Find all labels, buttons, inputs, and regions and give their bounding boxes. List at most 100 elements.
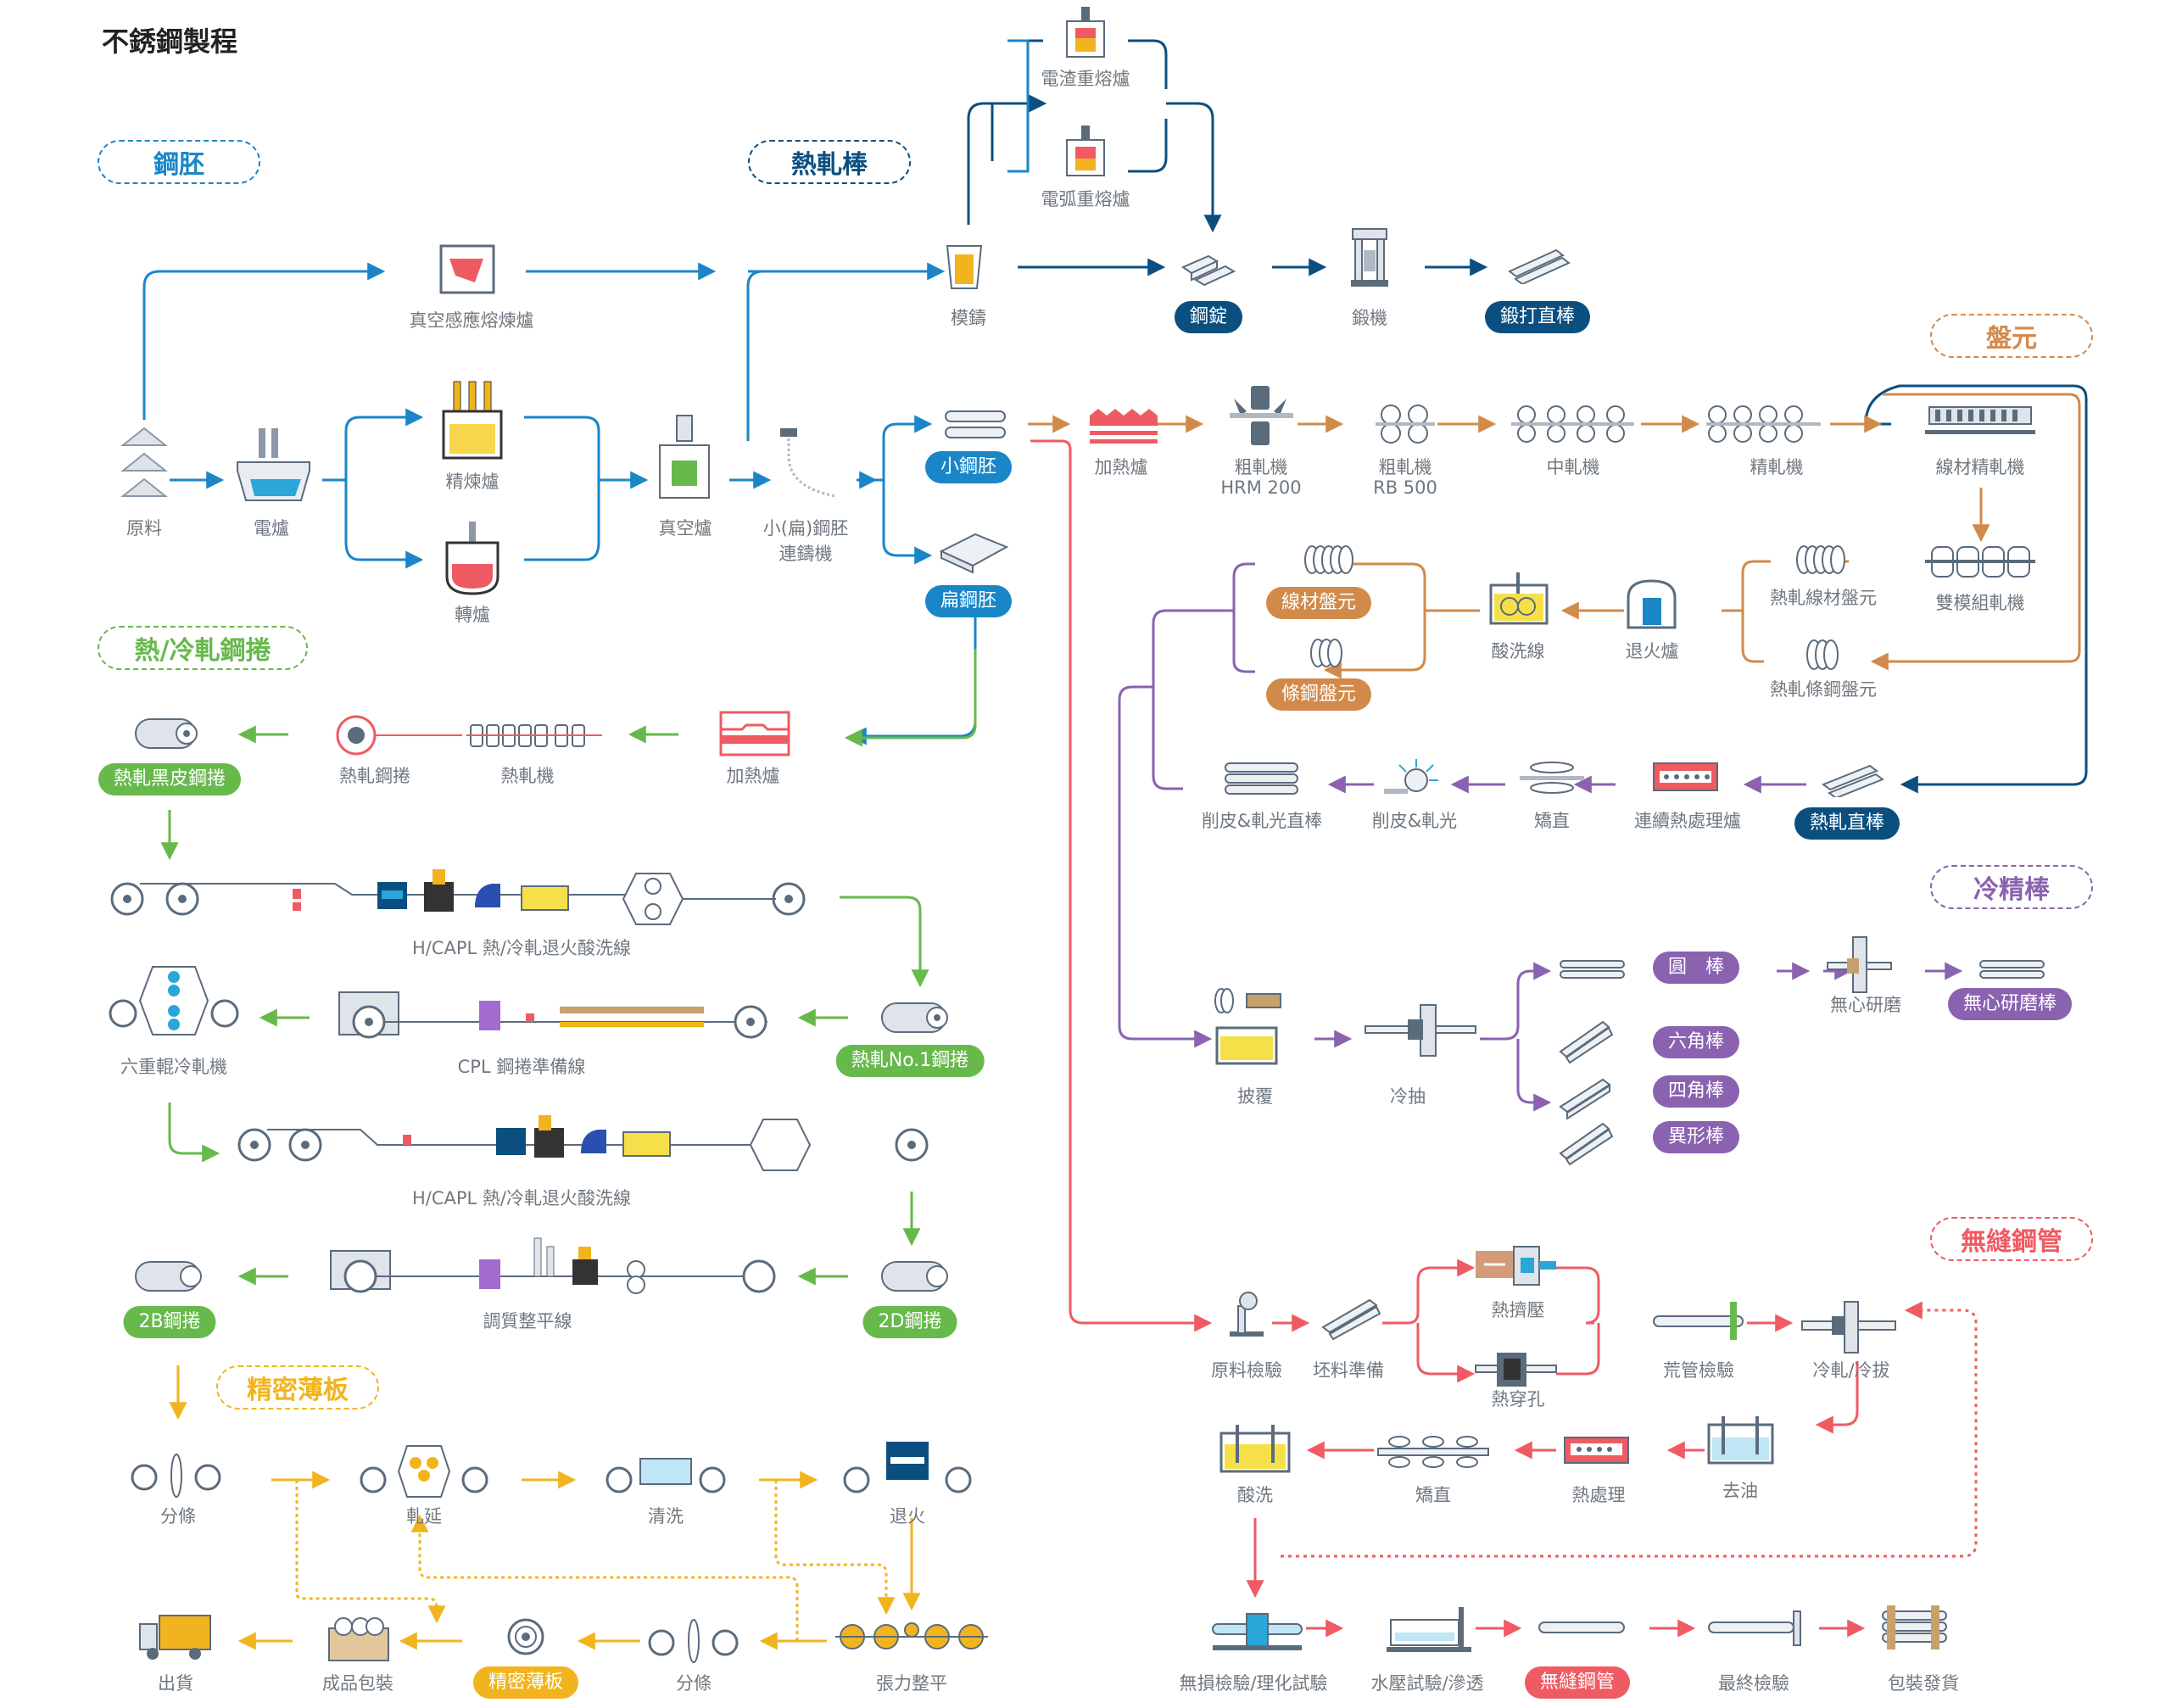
- label-hcapl-2: H/CAPL 熱/冷軋退火酸洗線: [411, 1188, 632, 1208]
- hot-rolled-coil-icon: [336, 715, 462, 756]
- bar-flow: [1118, 562, 1963, 1112]
- wire-coil-icon: [1304, 545, 1353, 574]
- esr-furnace-icon: [1066, 7, 1105, 58]
- centerless-grinder-icon: [1827, 936, 1892, 993]
- label-reheat-2: 加熱爐: [726, 766, 780, 786]
- degreasing-icon: [1707, 1416, 1774, 1465]
- label-raw-inspect: 原料檢驗: [1211, 1360, 1282, 1381]
- label-pack-ship: 包裝發貨: [1888, 1673, 1959, 1694]
- label-cpl: CPL 鋼捲準備線: [457, 1057, 586, 1077]
- coil-2d-icon: [881, 1261, 948, 1292]
- cpl-line-icon: [338, 991, 767, 1039]
- section-hot-cold-coil: 熱/冷軋鋼捲: [98, 626, 308, 670]
- rolling-icon: [360, 1445, 488, 1498]
- centerless-bar-icon: [1979, 960, 2045, 979]
- label-slit-2: 分條: [676, 1673, 712, 1694]
- label-billet-prep: 坯料準備: [1313, 1360, 1384, 1381]
- reheating-furnace-coil-icon: [719, 711, 790, 756]
- label-forge: 鍛機: [1352, 308, 1387, 328]
- ingot-icon: [1180, 254, 1236, 287]
- pill-square-bar: 四角棒: [1652, 1075, 1740, 1108]
- hr-straight-bar-icon: [1821, 764, 1885, 797]
- label-caster-1: 小(扁)鋼胚: [762, 518, 849, 539]
- twin-module-mill-icon: [1925, 546, 2035, 578]
- billet-flow: [142, 262, 977, 745]
- label-pipe-straight: 矯直: [1415, 1485, 1451, 1505]
- label-hcapl-1: H/CAPL 熱/冷軋退火酸洗線: [411, 938, 632, 958]
- slitting-1-icon: [131, 1454, 221, 1498]
- vacuum-furnace-icon: [659, 415, 710, 499]
- label-final-inspect: 最終檢驗: [1718, 1673, 1789, 1694]
- label-coating: 披覆: [1237, 1086, 1273, 1107]
- converter-icon: [445, 522, 499, 595]
- label-straightening: 矯直: [1534, 811, 1570, 831]
- ingot-flow: [967, 39, 2088, 794]
- label-eaf: 電爐: [254, 518, 289, 539]
- forged-bar-icon: [1508, 248, 1571, 284]
- pill-round-bar: 圓 棒: [1652, 952, 1740, 984]
- no1-coil-icon: [881, 1002, 948, 1033]
- wire-rod-flow: [1028, 393, 2081, 679]
- label-packing: 成品包裝: [322, 1673, 393, 1694]
- label-vim: 真空感應熔煉爐: [409, 310, 534, 331]
- black-coil-icon: [135, 718, 198, 749]
- hot-strip-mill-icon: [466, 724, 602, 747]
- packing-icon: [328, 1617, 389, 1661]
- hot-piercing-icon: [1475, 1353, 1557, 1387]
- hr-wire-coil-icon: [1796, 545, 1845, 574]
- pill-hex-bar: 六角棒: [1652, 1026, 1740, 1058]
- round-bar-icon: [1560, 960, 1625, 979]
- pill-centerless-bar: 無心研磨棒: [1947, 988, 2073, 1020]
- coil-flow: [160, 649, 977, 1286]
- label-roughing-2: 粗軋機: [1378, 457, 1432, 477]
- label-slit-1: 分條: [160, 1506, 196, 1527]
- peeled-bar-icon: [1225, 762, 1298, 795]
- pill-wire-coil: 線材盤元: [1265, 587, 1372, 619]
- roughing-mill-hrm-icon: [1230, 386, 1293, 445]
- wire-finishing-mill-icon: [1925, 406, 2035, 434]
- section-billet: 鋼胚: [98, 140, 260, 184]
- precision-strip-icon: [507, 1618, 544, 1655]
- label-caster-2: 連鑄機: [779, 544, 833, 564]
- label-roughing-1: 粗軋機: [1234, 457, 1288, 477]
- ndt-icon: [1212, 1613, 1303, 1650]
- label-temper: 調質整平線: [483, 1311, 572, 1331]
- cold-drawing-icon: [1365, 1004, 1476, 1057]
- pill-ingot: 鋼錠: [1174, 301, 1243, 333]
- label-pickling: 酸洗線: [1491, 641, 1545, 661]
- ingot-mold-icon: [946, 245, 983, 289]
- label-pipe-pickling: 酸洗: [1237, 1485, 1273, 1505]
- label-converter: 轉爐: [455, 605, 490, 625]
- square-bar-icon: [1559, 1078, 1611, 1119]
- label-twin-module: 雙模組軋機: [1935, 593, 2025, 613]
- label-centerless: 無心研磨: [1830, 995, 1901, 1015]
- small-billet-icon: [945, 410, 1006, 438]
- label-hr-bar-coil: 熱軋條鋼盤元: [1770, 679, 1877, 700]
- coating-icon: [1214, 988, 1281, 1065]
- label-esr: 電渣重熔爐: [1041, 69, 1130, 89]
- pack-ship-icon: [1882, 1605, 1947, 1649]
- section-precision-strip: 精密薄板: [216, 1365, 379, 1409]
- pill-coil-2d: 2D鋼捲: [862, 1306, 957, 1338]
- hcapl-line-2-icon: [237, 1115, 929, 1171]
- label-roughing-1-sub: HRM 200: [1220, 477, 1302, 498]
- label-refining: 精煉爐: [445, 472, 499, 492]
- label-wire-finishing: 線材精軋機: [1935, 457, 2025, 477]
- straightener-icon: [1520, 762, 1584, 794]
- pickling-line-icon: [1489, 572, 1549, 625]
- label-six-high: 六重輥冷軋機: [120, 1057, 227, 1077]
- pill-small-billet: 小鋼胚: [924, 451, 1013, 483]
- hollow-inspect-icon: [1653, 1302, 1744, 1340]
- profile-bar-icon: [1559, 1122, 1614, 1166]
- var-furnace-icon: [1066, 126, 1105, 176]
- reheating-furnace-icon: [1090, 409, 1158, 444]
- pill-bar-coil: 條鋼盤元: [1265, 678, 1372, 711]
- finishing-mill-icon: [1706, 405, 1821, 443]
- strip-flow: [169, 1365, 921, 1650]
- label-anneal-2: 退火: [890, 1506, 925, 1527]
- raw-material-icon: [120, 427, 168, 497]
- slab-icon: [939, 533, 1009, 574]
- peeling-machine-icon: [1384, 759, 1438, 794]
- electric-furnace-icon: [237, 428, 310, 501]
